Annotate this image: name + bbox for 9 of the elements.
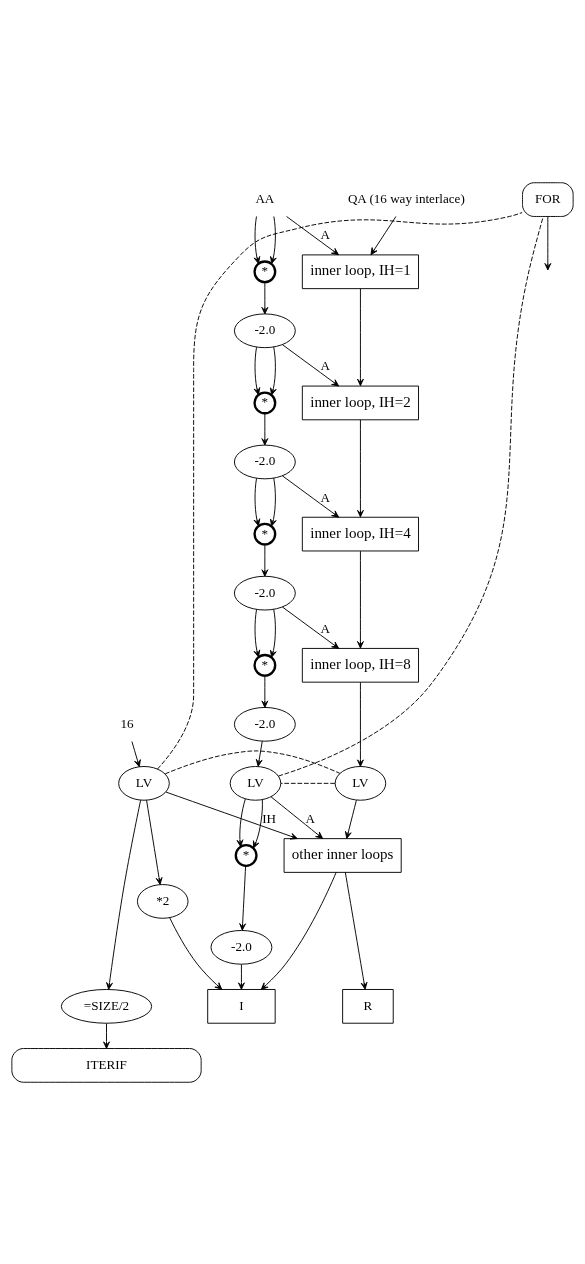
node-text: 16 xyxy=(120,715,134,731)
edge-label: A xyxy=(320,620,331,636)
edge-label: A xyxy=(320,489,331,505)
node-text: AA xyxy=(255,190,275,206)
edge-label: A xyxy=(305,810,316,826)
edge-label: IH xyxy=(262,810,276,826)
node-text: QA (16 way interlace) xyxy=(347,190,465,206)
edge-label: A xyxy=(320,226,331,242)
edge-label: A xyxy=(320,357,331,373)
